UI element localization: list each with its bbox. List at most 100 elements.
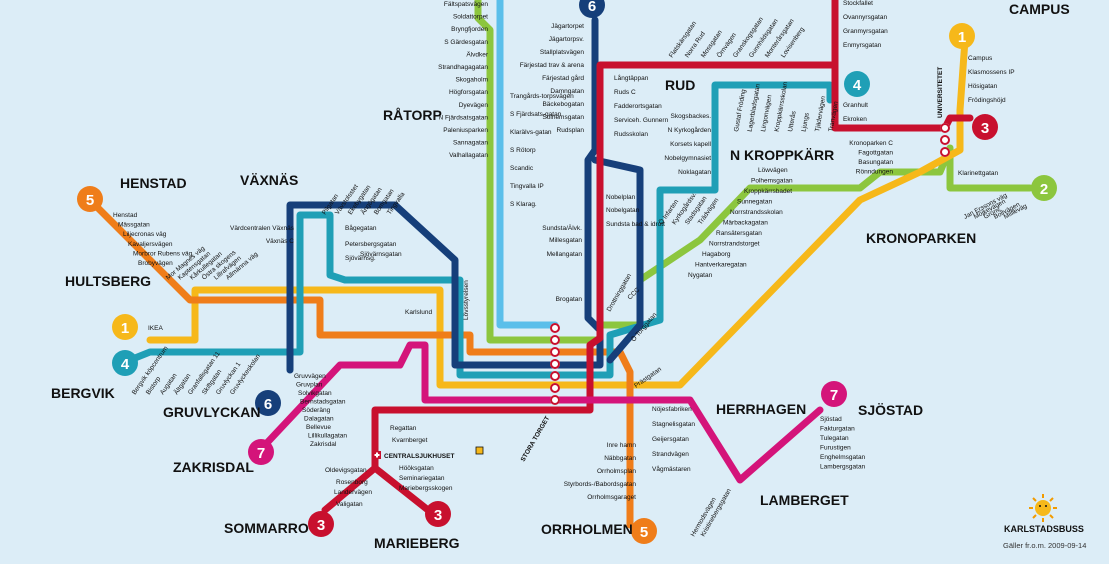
district-henstad: HENSTAD <box>120 175 187 191</box>
line-badge-3-campus[interactable]: 3 <box>972 114 998 140</box>
stop-label: Fakturgatan <box>820 426 855 433</box>
stop-label: S Gärdesgatan <box>444 39 488 46</box>
stop-label: Fagottgatan <box>858 150 893 157</box>
district-zakrisdal: ZAKRISDAL <box>173 459 254 475</box>
stop-label: Kronoparken C <box>849 140 893 147</box>
stop-label: Tulegatan <box>820 435 849 442</box>
stop-label: Märbackagatan <box>723 220 768 227</box>
stop-label: Seminariegatan <box>399 475 445 482</box>
stop-label: Fadderortsgatan <box>614 103 662 110</box>
stop-label-centralsjukhuset: CENTRALSJUKHUSET <box>384 453 454 460</box>
stop-label: Gustaf Fröding <box>733 88 747 132</box>
stop-label: Jägartorpet <box>551 23 584 30</box>
svg-text:6: 6 <box>264 396 272 413</box>
stop-marker-ring <box>550 323 560 333</box>
line-badge-5-orrholmen[interactable]: 5 <box>631 518 657 544</box>
stop-label: Rudsplan <box>557 127 585 134</box>
stop-label: Bågegatan <box>345 224 377 232</box>
stop-label: Zakrisdal <box>310 441 337 448</box>
line-badge-1-left[interactable]: 1 <box>112 314 138 340</box>
line-badge-5-henstad[interactable]: 5 <box>77 186 103 212</box>
stop-marker-ring <box>550 347 560 357</box>
stop-label: Tjädervägen <box>814 95 827 132</box>
stop-label: Mässgatan <box>118 222 150 229</box>
stop-label: Vågmästaren <box>652 465 691 473</box>
stop-marker-ring <box>550 395 560 405</box>
brand-name: KARLSTADSBUSS <box>1004 524 1084 534</box>
svg-text:7: 7 <box>257 445 265 462</box>
stop-label: Stockfallet <box>843 0 873 7</box>
stop-marker-ring <box>550 371 560 381</box>
stop-label: Sunnegatan <box>737 199 772 206</box>
stop-label: Nobelgymnasiet <box>664 155 711 162</box>
stop-label: Geijersgatan <box>652 436 689 443</box>
line-badge-6-top[interactable]: 6 <box>579 0 605 18</box>
line-badge-1-campus[interactable]: 1 <box>949 23 975 49</box>
stop-label: Dalagatan <box>304 416 334 423</box>
svg-text:1: 1 <box>958 29 966 46</box>
stop-marker-ring <box>940 147 950 157</box>
stop-label: Noklagatan <box>678 169 711 176</box>
stop-label: Furustigen <box>820 445 851 452</box>
stop-marker-ring <box>550 359 560 369</box>
stop-label: IKEA <box>148 325 163 332</box>
line-badge-7-zakrisdal[interactable]: 7 <box>248 439 274 465</box>
district-sommarro: SOMMARRO <box>224 520 309 536</box>
stop-label: Enghelmsgatan <box>820 454 866 461</box>
stop-label: Landervägen <box>334 489 372 496</box>
stop-label: Fältspatsvägen <box>444 1 488 8</box>
line-badge-2[interactable]: 2 <box>1031 175 1057 201</box>
line-badge-7-sjostad[interactable]: 7 <box>821 381 847 407</box>
svg-text:4: 4 <box>853 77 862 94</box>
stop-label: Bäckebogatan <box>542 101 584 108</box>
svg-text:1: 1 <box>121 320 129 337</box>
stop-label: Orrholmsplan <box>597 468 636 475</box>
stop-label: Nygatan <box>688 272 713 279</box>
stop-label: Enmyrsgatan <box>843 42 882 49</box>
stop-label: Sundsta bad & idrott <box>606 221 665 228</box>
district-hultsberg: HULTSBERG <box>65 273 151 289</box>
stop-label: Bernstadsgatan <box>300 399 346 406</box>
stop-label: Klasmossens IP <box>968 69 1015 76</box>
district-sjostad: SJÖSTAD <box>858 402 923 418</box>
line-badge-4-left[interactable]: 4 <box>112 350 138 376</box>
stop-label: Valhallagatan <box>449 152 488 159</box>
svg-text:3: 3 <box>434 507 442 524</box>
district-herrhagen: HERRHAGEN <box>716 401 806 417</box>
stop-label: Gruvvägen <box>294 373 326 380</box>
line-badge-3-sommarro[interactable]: 3 <box>308 511 334 537</box>
stop-label: Hantverkaregatan <box>695 262 747 269</box>
stop-label: Regattan <box>390 425 417 432</box>
route-line-1 <box>146 36 969 389</box>
stop-label: Utterås <box>786 110 798 133</box>
line-badge-3-marieberg[interactable]: 3 <box>425 501 451 527</box>
stop-label: Skogsbackes. <box>671 113 712 120</box>
svg-text:6: 6 <box>588 0 596 15</box>
stop-label: Lambergsgatan <box>820 464 866 471</box>
stop-label: Stallplatsvägen <box>540 49 584 56</box>
line-badge-4-right[interactable]: 4 <box>844 71 870 97</box>
stop-label: Mariebergsskogen <box>399 485 453 492</box>
stop-label: Petersbergsgatan <box>345 241 397 248</box>
stop-label: Kvarnberget <box>392 437 428 444</box>
stop-label: Damngatan <box>550 88 584 95</box>
stop-label: Lagerbladsgatan <box>747 83 762 132</box>
stop-label: Granhult <box>843 102 868 109</box>
stop-label: Trangårds-torpsvägen <box>510 92 574 100</box>
stop-label: Klarinettgatan <box>958 170 998 177</box>
route-line-5 <box>91 201 634 529</box>
stop-label: Inre hamn <box>607 442 637 449</box>
line-badge-6-gruvlyckan[interactable]: 6 <box>255 390 281 416</box>
district-orrholmen: ORRHOLMEN <box>541 521 633 537</box>
stop-label: N Fjärdsatsgatan <box>439 114 489 121</box>
stop-label: Sannagatan <box>453 140 488 147</box>
stop-label: Rosenborg <box>336 479 368 486</box>
stop-label: Gruvplan <box>296 382 323 389</box>
stop-label: Hööksgatan <box>399 465 434 472</box>
stop-label: Ransätersgatan <box>716 230 762 237</box>
stop-label: Näbbgatan <box>604 455 636 462</box>
train-station-icon <box>475 446 484 455</box>
stop-label: Millesgatan <box>549 237 582 244</box>
karlstadsbuss-sun-logo <box>1029 494 1057 522</box>
